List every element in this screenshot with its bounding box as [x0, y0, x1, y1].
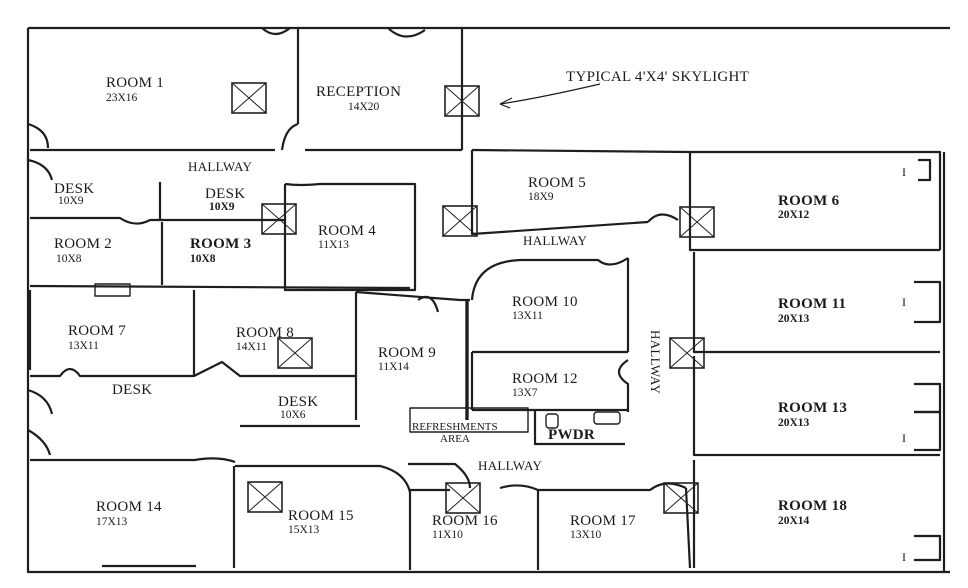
- room-9-label: ROOM 9: [378, 345, 437, 361]
- room-16-label: ROOM 16: [432, 513, 498, 529]
- desk-d-size: 10X6: [280, 409, 306, 421]
- room-3-size: 10X8: [190, 253, 216, 265]
- room-4-size: 11X13: [318, 239, 349, 251]
- hallway-vertical-label: HALLWAY: [648, 330, 663, 395]
- hallway-top-label: HALLWAY: [188, 159, 253, 174]
- room-8-label: ROOM 8: [236, 325, 295, 341]
- room-11-label: ROOM 11: [778, 296, 847, 312]
- hallway-bottom-label: HALLWAY: [478, 458, 543, 473]
- reception-size: 14X20: [348, 101, 380, 113]
- room-4-label: ROOM 4: [318, 223, 377, 239]
- desk-a-label: DESK: [54, 181, 95, 197]
- closet-mark-room-13: I: [902, 431, 907, 445]
- refreshments-label-line1: REFRESHMENTS: [412, 421, 498, 433]
- room-5-size: 18X9: [528, 191, 554, 203]
- room-15-label: ROOM 15: [288, 508, 354, 524]
- reception-label: RECEPTION: [316, 84, 402, 100]
- closet-mark-room-11: I: [902, 295, 907, 309]
- desk-b-size: 10X9: [209, 201, 235, 213]
- room-6-label: ROOM 6: [778, 193, 840, 209]
- desk-b-label: DESK: [205, 186, 246, 202]
- room-13-size: 20X13: [778, 417, 810, 429]
- room-12-size: 13X7: [512, 387, 538, 399]
- room-10-label: ROOM 10: [512, 294, 578, 310]
- room-1-size: 23X16: [106, 92, 138, 104]
- room-3-label: ROOM 3: [190, 236, 252, 252]
- room-7-label: ROOM 7: [68, 323, 127, 339]
- room-8-size: 14X11: [236, 341, 267, 353]
- room-7-size: 13X11: [68, 340, 99, 352]
- refreshments-label-line2: AREA: [440, 433, 470, 445]
- walls: [26, 26, 950, 574]
- room-15-size: 15X13: [288, 524, 320, 536]
- closet-mark-room-6: I: [902, 165, 907, 179]
- room-1-label: ROOM 1: [106, 75, 165, 91]
- room-16-size: 11X10: [432, 529, 463, 541]
- room-14-size: 17X13: [96, 516, 128, 528]
- room-18-label: ROOM 18: [778, 498, 848, 514]
- skylight-callout: TYPICAL 4'X4' SKYLIGHT: [566, 69, 750, 85]
- hallway-mid-label: HALLWAY: [523, 233, 588, 248]
- room-6-size: 20X12: [778, 209, 810, 221]
- room-12-label: ROOM 12: [512, 371, 578, 387]
- room-2-label: ROOM 2: [54, 236, 113, 252]
- room-9-size: 11X14: [378, 361, 409, 373]
- desk-a-size: 10X9: [58, 195, 84, 207]
- room-2-size: 10X8: [56, 253, 82, 265]
- room-10-size: 13X11: [512, 310, 543, 322]
- room-17-label: ROOM 17: [570, 513, 636, 529]
- room-18-size: 20X14: [778, 515, 810, 527]
- closet-mark-room-18: I: [902, 550, 907, 564]
- room-13-label: ROOM 13: [778, 400, 848, 416]
- room-11-size: 20X13: [778, 313, 810, 325]
- room-17-size: 13X10: [570, 529, 602, 541]
- desk-d-label: DESK: [278, 394, 319, 410]
- powder-room-label: PWDR: [548, 427, 596, 443]
- room-5-label: ROOM 5: [528, 175, 587, 191]
- desk-c-label: DESK: [112, 382, 153, 398]
- room-14-label: ROOM 14: [96, 499, 162, 515]
